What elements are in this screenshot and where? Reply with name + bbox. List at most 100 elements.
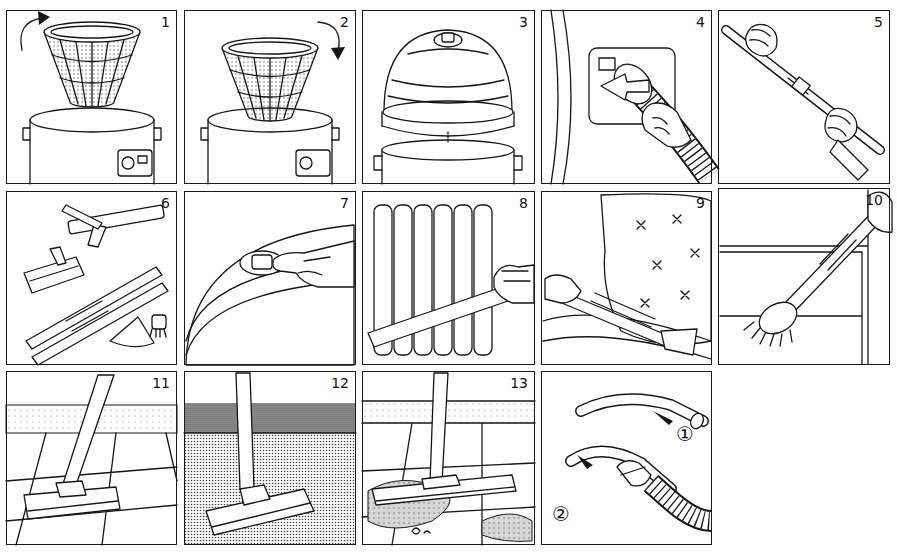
step-panel: 1 [6,10,177,184]
handle-tube-connection-part [651,483,711,521]
shelf-cleaning-part [720,190,868,364]
step-number: 13 [510,375,528,391]
filter-insertion-part [331,47,345,60]
filter-insertion-part [230,70,310,97]
wet-pickup-part [430,373,448,483]
radiator-cleaning-part [434,205,452,355]
filter-insertion [201,22,345,184]
radiator-cleaning-part [502,271,530,281]
lid-fitting-part [383,101,513,123]
filter-removal-part [30,108,154,132]
accessories-part [150,329,166,337]
step-number: 8 [519,195,528,211]
handle-tube-connection [571,399,711,521]
hose-connection-part [601,74,649,100]
wet-pickup-part [362,401,535,423]
wet-pickup-part [376,487,514,501]
step-number: 10 [865,192,883,208]
accessories-part [62,205,102,229]
filter-removal-part [38,11,50,25]
shelf-cleaning-part [744,322,792,346]
accessories-part [50,247,66,265]
accessories-part [24,257,84,293]
handle-tube-connection-part [651,483,711,521]
step-number: 1 [161,14,170,30]
step-number: ① [676,422,694,446]
filter-removal-part [51,26,133,38]
filter-removal-part [44,22,140,42]
tube-assembly-part [746,24,777,56]
hose-connection-part [551,10,571,184]
step-number: 5 [874,14,883,30]
step-panel: 10 [718,188,890,365]
wet-pickup-part [422,475,460,489]
carpet-cleaning [184,373,356,545]
lid-fitting-part [408,49,488,54]
hose-connection [551,10,709,184]
step-number: 9 [696,195,705,211]
wet-pickup-part [372,475,516,505]
power-switch-part [298,257,330,275]
shelf-cleaning [720,190,892,364]
filter-removal-part [44,32,140,107]
tube-assembly-part [792,77,810,95]
lid-fitting-part [442,33,454,42]
carpet-cleaning-part [240,485,270,505]
radiator-cleaning-part [454,205,472,355]
shelf-cleaning-part [820,234,856,270]
filter-removal [21,11,161,184]
shelf-cleaning-part [754,296,803,340]
carpet-cleaning-part [184,433,356,545]
radiator-cleaning-part [494,265,534,303]
step-panel: 5 [718,10,890,184]
step-number: 11 [152,375,170,391]
carpet-cleaning-part [184,432,356,433]
upholstery-cleaning-part [591,293,655,327]
step-number: 7 [340,195,349,211]
hose-connection-part [637,88,709,176]
hard-floor-cleaning [6,375,177,545]
step-panel: 6 [6,191,177,365]
step-panel: 2 [184,10,356,184]
filter-insertion-part [318,22,339,52]
step-panel: 9 [541,191,712,365]
filter-removal-part [122,157,134,169]
step-panel: 4 [541,10,712,184]
step-panel: 12 [184,371,356,545]
filter-insertion-part [222,48,318,121]
upholstery-cleaning [543,194,711,359]
lid-fitting-part [447,132,448,144]
power-switch-part [252,255,272,269]
lid-fitting-part [384,30,512,112]
hose-connection-part [637,88,709,176]
accessories-part [66,301,108,331]
filter-insertion-part [300,157,312,169]
upholstery-cleaning-part [545,275,581,303]
upholstery-cleaning-part [661,329,697,355]
carpet-cleaning-part [236,373,254,489]
handle-tube-connection-part [581,399,703,421]
filter-removal-part [21,18,42,50]
wet-pickup-part [412,528,430,534]
filter-insertion-part [238,56,302,121]
hose-connection-part [642,103,691,147]
filter-removal-part [138,156,147,163]
wet-pickup-part [482,514,532,541]
tube-assembly-part [828,116,850,136]
hard-floor-cleaning-part [28,501,118,511]
power-switch [186,225,354,365]
carpet-cleaning-part [212,503,310,527]
tube-assembly-part [830,140,868,180]
step-panel: ①② [541,371,712,545]
accessories-part [30,266,78,281]
hose-connection-part [653,118,669,134]
filter-removal-part [52,55,132,83]
step-number: 3 [519,14,528,30]
step-panel: 7 [184,191,356,365]
tube-assembly [726,24,880,180]
step-number: 6 [161,195,170,211]
filter-insertion-part [296,150,330,176]
accessories [24,205,168,365]
hard-floor-cleaning-part [62,375,114,491]
